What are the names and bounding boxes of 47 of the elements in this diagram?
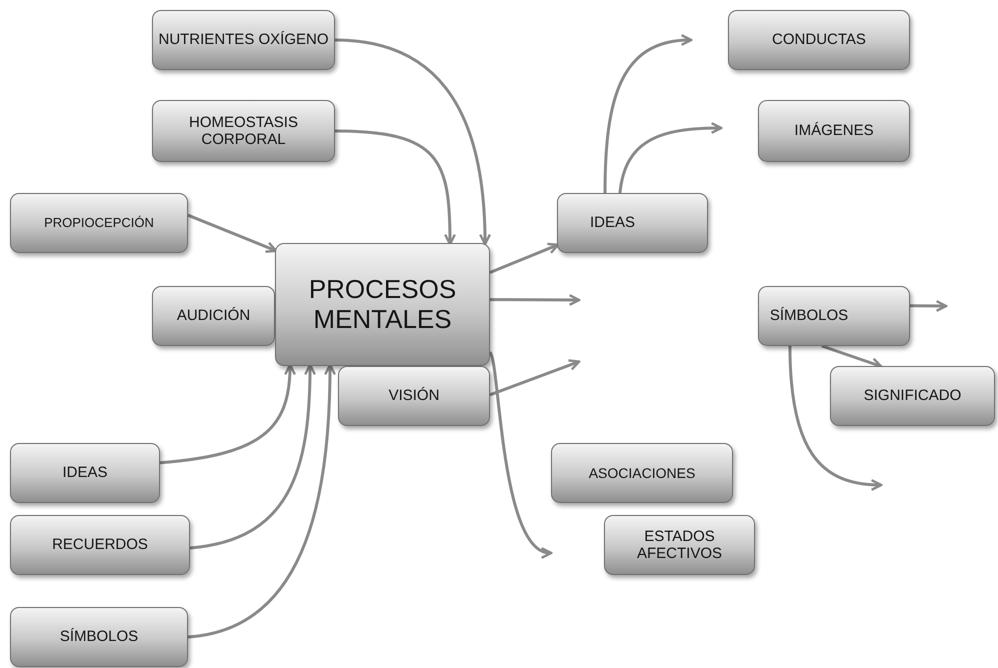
concept-box <box>152 100 335 162</box>
arrow <box>334 38 491 246</box>
concept-box <box>275 243 490 366</box>
arrow <box>160 364 296 464</box>
concept-box <box>604 515 755 575</box>
concept-box <box>338 366 490 426</box>
node-label: HOMEOSTASIS CORPORAL <box>188 114 299 148</box>
concept-box <box>10 607 188 667</box>
arrow <box>190 364 316 550</box>
node-label: RECUERDOS <box>52 536 148 554</box>
concept-box <box>152 10 335 70</box>
node-label: SÍMBOLOS <box>60 628 138 646</box>
arrow <box>490 294 580 306</box>
concept-box <box>152 286 275 346</box>
concept-box <box>10 193 188 253</box>
node-label: IDEAS <box>62 464 108 482</box>
concept-box <box>758 286 910 346</box>
arrow <box>788 346 882 491</box>
node-label: IMÁGENES <box>794 122 874 140</box>
concept-box <box>728 10 910 70</box>
arrow <box>489 359 580 396</box>
concept-box <box>830 366 995 426</box>
node-label: VISIÓN <box>388 387 440 405</box>
concept-box <box>557 193 708 253</box>
node-label: ESTADOS AFECTIVOS <box>636 528 723 562</box>
arrow <box>604 34 692 194</box>
arrow <box>187 214 278 253</box>
node-label: SIGNIFICADO <box>864 387 962 405</box>
arrow <box>488 352 552 556</box>
arrow <box>821 344 882 369</box>
node-label: NUTRIENTES OXÍGENO <box>158 31 329 49</box>
concept-box <box>10 443 160 503</box>
node-label: IDEAS <box>590 214 635 232</box>
arrow <box>334 130 456 246</box>
arrow <box>188 364 336 638</box>
concept-box <box>551 443 733 503</box>
arrow <box>910 300 948 312</box>
node-label: ASOCIACIONES <box>588 464 696 482</box>
concept-box <box>10 515 190 575</box>
concept-box <box>758 100 910 162</box>
node-label: PROCESOS MENTALES <box>308 274 458 334</box>
node-label: AUDICIÓN <box>176 307 250 325</box>
node-label: PROPIOCEPCIÓN <box>44 216 154 230</box>
arrow <box>489 242 560 274</box>
arrow <box>618 122 722 194</box>
node-label: CONDUCTAS <box>772 31 866 49</box>
node-label: SÍMBOLOS <box>770 307 848 325</box>
